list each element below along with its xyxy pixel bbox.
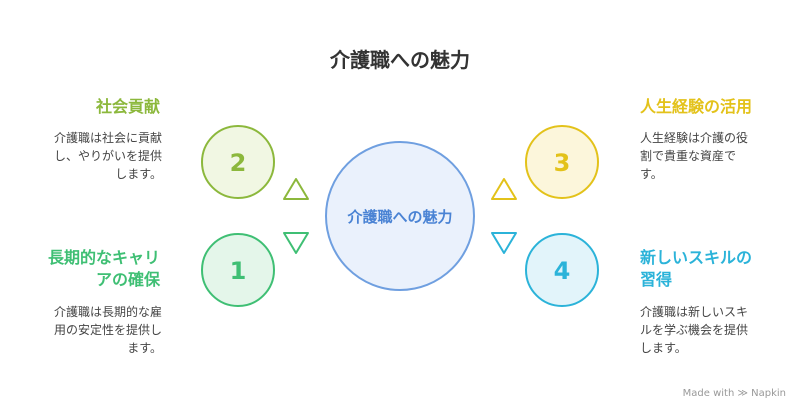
heading-line: アの確保 bbox=[95, 270, 160, 289]
heading-line: 習得 bbox=[640, 270, 673, 289]
number-3: 3 bbox=[554, 149, 571, 177]
desc-line: 割で貴重な資産で bbox=[640, 149, 737, 163]
heading-life-experience: 人生経験の活用 bbox=[640, 96, 752, 118]
circle-2 bbox=[201, 125, 275, 199]
desc-life-experience: 人生経験は介護の役 割で貴重な資産で す。 bbox=[640, 129, 748, 183]
circle-3 bbox=[525, 125, 599, 199]
arrow-up-right-icon bbox=[491, 178, 517, 200]
number-2: 2 bbox=[230, 149, 247, 177]
circle-4 bbox=[525, 233, 599, 307]
desc-line: 介護職は社会に貢献 bbox=[53, 131, 162, 145]
heading-line: 社会貢献 bbox=[95, 97, 160, 116]
heading-line: 新しいスキルの bbox=[640, 248, 753, 267]
desc-new-skills: 介護職は新しいスキ ルを学ぶ機会を提供 します。 bbox=[640, 303, 748, 357]
heading-new-skills: 新しいスキルの 習得 bbox=[640, 247, 752, 291]
desc-line: 人生経験は介護の役 bbox=[640, 131, 749, 145]
desc-long-term-career: 介護職は長期的な雇 用の安定性を提供し ます。 bbox=[54, 303, 162, 357]
number-1: 1 bbox=[230, 257, 247, 285]
desc-line: 介護職は新しいスキ bbox=[640, 305, 749, 319]
heading-line: 人生経験の活用 bbox=[640, 97, 753, 116]
arrow-up-left-icon bbox=[283, 178, 309, 200]
number-4: 4 bbox=[554, 257, 571, 285]
desc-line: します。 bbox=[640, 341, 687, 355]
desc-line: し、やりがいを提供 bbox=[53, 149, 162, 163]
desc-line: す。 bbox=[640, 167, 663, 181]
arrow-down-left-icon bbox=[283, 232, 309, 254]
desc-line: ます。 bbox=[127, 341, 162, 355]
desc-line: ルを学ぶ機会を提供 bbox=[640, 323, 749, 337]
desc-social-contribution: 介護職は社会に貢献 し、やりがいを提供 します。 bbox=[54, 129, 162, 183]
circle-1 bbox=[201, 233, 275, 307]
heading-long-term-career: 長期的なキャリ アの確保 bbox=[48, 247, 160, 291]
desc-line: します。 bbox=[115, 167, 162, 181]
diagram-title: 介護職への魅力 bbox=[330, 48, 470, 72]
napkin-watermark: Made with ≫ Napkin bbox=[682, 388, 786, 399]
arrow-down-right-icon bbox=[491, 232, 517, 254]
center-label: 介護職への魅力 bbox=[346, 208, 452, 226]
desc-line: 介護職は長期的な雇 bbox=[53, 305, 162, 319]
heading-social-contribution: 社会貢献 bbox=[96, 96, 160, 118]
desc-line: 用の安定性を提供し bbox=[53, 323, 162, 337]
heading-line: 長期的なキャリ bbox=[47, 248, 160, 267]
center-circle bbox=[325, 141, 475, 291]
